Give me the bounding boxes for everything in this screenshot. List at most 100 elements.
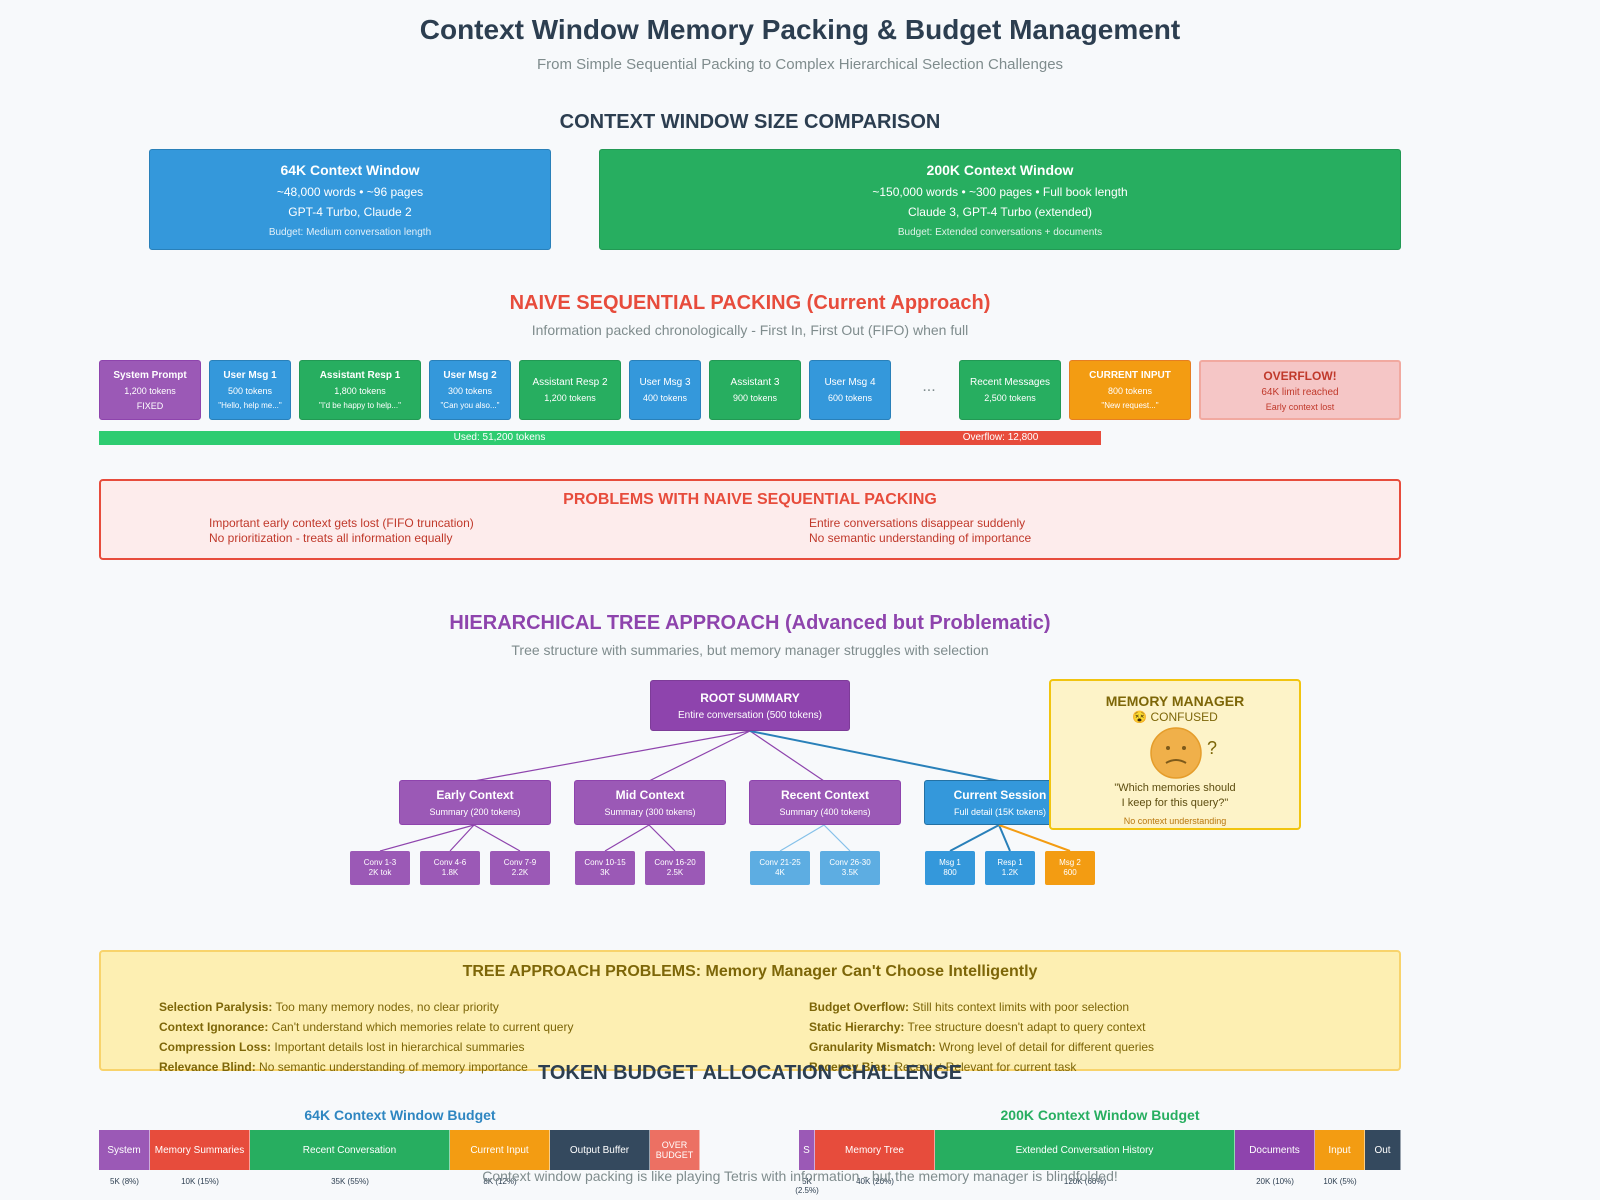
leaf-label: Conv 16-20 (654, 858, 696, 867)
node-title: Mid Context (615, 788, 685, 802)
block-assistant-3: Assistant 3 900 tokens (709, 360, 801, 420)
block-name: Assistant Resp 1 (319, 370, 401, 381)
block-note: "New request..." (1101, 401, 1159, 410)
leaf-label: Msg 2 (1059, 858, 1081, 867)
edge-recent-leaf1 (779, 824, 825, 852)
block-name: System Prompt (113, 369, 187, 381)
block-note: "Can you also..." (440, 401, 500, 410)
block-name: Assistant 3 (730, 377, 780, 388)
block-assistant-resp-1: Assistant Resp 1 1,800 tokens "I'd be ha… (299, 360, 421, 420)
tree-problem-item: Context Ignorance: Can't understand whic… (159, 1020, 573, 1034)
budget-pct: 35K (55%) (331, 1177, 369, 1186)
page-title: Context Window Memory Packing & Budget M… (419, 14, 1181, 45)
branch-recent-context: Recent Context Summary (400 tokens) (749, 780, 901, 825)
edge-current-leaf2 (998, 824, 1011, 852)
window-64k-title: 64K Context Window (280, 162, 420, 178)
edge-root-early (473, 730, 751, 782)
budget-segment: Memory Tree (815, 1130, 935, 1170)
problem-key: Budget Overflow: (809, 1000, 910, 1014)
block-tokens: 300 tokens (447, 386, 493, 396)
leaf-tokens: 1.2K (1001, 868, 1019, 877)
window-200k-card: 200K Context Window ~150,000 words • ~30… (599, 149, 1401, 250)
root-summary-node: ROOT SUMMARY Entire conversation (500 to… (650, 680, 850, 731)
window-200k-words: ~150,000 words • ~300 pages • Full book … (872, 185, 1128, 199)
problem-key: Granularity Mismatch: (809, 1040, 936, 1054)
footer-caption: Context window packing is like playing T… (482, 1168, 1118, 1184)
leaf-tokens: 2.2K (511, 868, 529, 877)
tree-subheading: Tree structure with summaries, but memor… (511, 642, 989, 658)
problem-key: Selection Paralysis: (159, 1000, 273, 1014)
budget-segment: Documents (1235, 1130, 1315, 1170)
tree-problem-item: Granularity Mismatch: Wrong level of det… (809, 1040, 1154, 1054)
overflow-tokens-bar: Overflow: 12,800 (900, 431, 1101, 445)
budget-segment: OVER BUDGET (650, 1130, 700, 1170)
window-200k-models: Claude 3, GPT-4 Turbo (extended) (907, 205, 1093, 219)
problem-text: Recent ≠ Relevant for current task (891, 1060, 1077, 1074)
window-64k-budget: Budget: Medium conversation length (268, 227, 432, 238)
block-name: User Msg 2 (443, 370, 497, 381)
naive-problems-heading: PROBLEMS WITH NAIVE SEQUENTIAL PACKING (563, 491, 937, 508)
page-subtitle: From Simple Sequential Packing to Comple… (536, 56, 1064, 73)
node-desc: Summary (300 tokens) (604, 807, 696, 817)
problem-key: Relevance Blind: (159, 1060, 256, 1074)
tree-problem-item: Selection Paralysis: Too many memory nod… (159, 1000, 499, 1014)
used-tokens-bar: Used: 51,200 tokens (99, 431, 900, 445)
problem-item: Important early context gets lost (FIFO … (209, 516, 474, 530)
tree-problems-panel: TREE APPROACH PROBLEMS: Memory Manager C… (99, 950, 1401, 1074)
block-tokens: 2,500 tokens (984, 393, 1036, 403)
branch-mid-context: Mid Context Summary (300 tokens) (574, 780, 726, 825)
leaf-label: Conv 26-30 (829, 858, 871, 867)
problem-item: Entire conversations disappear suddenly (809, 516, 1026, 530)
block-name: Assistant Resp 2 (532, 377, 608, 388)
leaf-label: Conv 1-3 (363, 858, 397, 867)
memory-manager-quote-1: "Which memories should (1114, 782, 1236, 794)
problem-text: Still hits context limits with poor sele… (909, 1000, 1130, 1014)
tree-problem-item: Compression Loss: Important details lost… (159, 1040, 524, 1054)
problem-text: Too many memory nodes, no clear priority (272, 1000, 499, 1014)
leaf-label: Conv 10-15 (584, 858, 626, 867)
branch-early-context: Early Context Summary (200 tokens) (399, 780, 551, 825)
memory-manager-panel: MEMORY MANAGER 😵 CONFUSED ? "Which memor… (1049, 679, 1301, 830)
budget-segment: Out (1365, 1130, 1401, 1170)
budget-pct: 40K (20%) (856, 1177, 894, 1186)
edge-mid-leaf1 (604, 824, 650, 852)
block-user-msg-2: User Msg 2 300 tokens "Can you also..." (429, 360, 511, 420)
edge-root-current (749, 730, 1000, 782)
block-name: User Msg 1 (223, 370, 277, 381)
problem-key: Static Hierarchy: (809, 1020, 905, 1034)
block-name: User Msg 3 (639, 377, 691, 388)
edge-current-leaf1 (949, 824, 1000, 852)
question-mark: ? (1207, 738, 1218, 758)
overflow-note: Early context lost (1265, 401, 1335, 412)
leaf-tokens: 800 (943, 868, 957, 877)
window-64k-words: ~48,000 words • ~96 pages (276, 185, 424, 199)
budget-segment: Output Buffer (550, 1130, 650, 1170)
block-note: FIXED (136, 400, 164, 411)
leaf-tokens: 1.8K (441, 868, 459, 877)
problem-text: No semantic understanding of memory impo… (255, 1060, 528, 1074)
problem-text: Tree structure doesn't adapt to query co… (904, 1020, 1146, 1034)
block-user-msg-1: User Msg 1 500 tokens "Hello, help me...… (209, 360, 291, 420)
budget-200k-title: 200K Context Window Budget (1000, 1107, 1200, 1123)
window-200k-title: 200K Context Window (926, 162, 1074, 178)
edge-early-leaf1 (379, 824, 475, 852)
node-title: Early Context (436, 788, 514, 802)
leaf-label: Conv 4-6 (433, 858, 467, 867)
leaf-tokens: 600 (1063, 868, 1077, 877)
confused-face-icon (1150, 727, 1202, 779)
problem-text: Wrong level of detail for different quer… (935, 1040, 1155, 1054)
budget-segment: Memory Summaries (150, 1130, 250, 1170)
block-name: Recent Messages (969, 377, 1051, 388)
leaf-tokens: 2.5K (666, 868, 684, 877)
edge-current-leaf3 (998, 824, 1071, 852)
budget-pct: 10K (5%) (1323, 1177, 1357, 1186)
